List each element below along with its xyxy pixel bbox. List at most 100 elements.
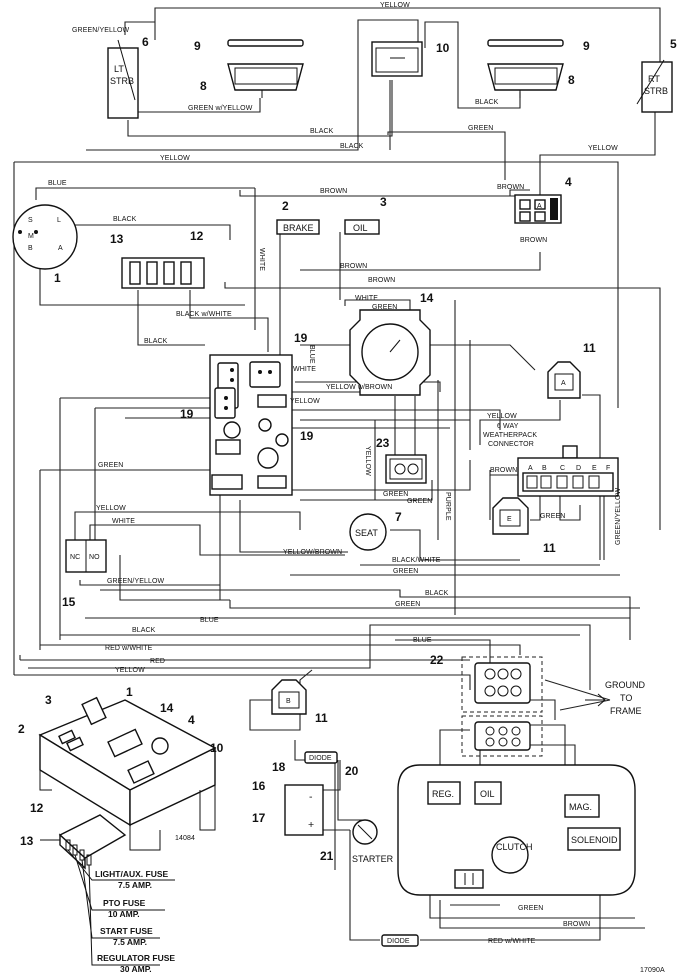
lt-strobe-light: LT STRB bbox=[107, 39, 139, 119]
wire-label: BLUE bbox=[200, 617, 219, 624]
callout-8a: 8 bbox=[200, 79, 207, 93]
seat-switch: SEAT bbox=[349, 513, 387, 551]
callout-7: 7 bbox=[395, 510, 402, 524]
wire-label: BLUE bbox=[308, 345, 315, 364]
starter-label: STARTER bbox=[352, 854, 394, 864]
ground-symbol: GROUND TO FRAME bbox=[585, 680, 645, 716]
wire-label: YELLOW bbox=[115, 667, 145, 674]
connector-a: A bbox=[547, 361, 581, 399]
ign-term-m: M bbox=[28, 233, 34, 240]
fuse-4-rating: 30 AMP. bbox=[120, 964, 152, 974]
wire-label: WHITE bbox=[293, 366, 316, 373]
clutch-label: CLUTCH bbox=[496, 842, 533, 852]
plug-23 bbox=[385, 454, 427, 484]
wire-label: BROWN bbox=[368, 277, 395, 284]
callout-9a: 9 bbox=[194, 39, 201, 53]
wire-label: WHITE bbox=[258, 248, 265, 271]
callout-13: 13 bbox=[110, 232, 124, 246]
oil-engine-label: OIL bbox=[480, 789, 495, 799]
inset-callout-4: 4 bbox=[188, 713, 195, 727]
fuse-2-rating: 10 AMP. bbox=[108, 909, 140, 919]
callout-4: 4 bbox=[565, 175, 572, 189]
inset-callout-10: 10 bbox=[210, 741, 224, 755]
callout-10: 10 bbox=[436, 41, 450, 55]
wire-label: BROWN bbox=[320, 188, 347, 195]
ground-label-2: TO bbox=[620, 693, 632, 703]
wire-label: GREEN bbox=[407, 498, 432, 505]
wire-label: PURPLE bbox=[444, 492, 451, 521]
connector-b: B bbox=[271, 679, 307, 715]
wire-label: BROWN bbox=[497, 184, 524, 191]
callout-18: 18 bbox=[272, 760, 286, 774]
diode-18: DIODE bbox=[304, 751, 338, 764]
callout-19a: 19 bbox=[294, 331, 308, 345]
wire-label: BLACK/WHITE bbox=[392, 557, 441, 564]
inset-callout-14: 14 bbox=[160, 701, 174, 715]
callout-11a: 11 bbox=[583, 341, 596, 355]
callout-11b: 11 bbox=[543, 541, 556, 555]
callouts: 6 5 9 9 8 8 10 4 2 3 13 12 1 14 19 11 19… bbox=[18, 35, 677, 863]
wire-label: BROWN bbox=[340, 263, 367, 270]
wire-label: BLACK w/WHITE bbox=[176, 311, 232, 318]
callout-12: 12 bbox=[190, 229, 204, 243]
headlight-left bbox=[227, 39, 304, 98]
wire-label: BROWN bbox=[563, 921, 590, 928]
drawing-number: 17090A bbox=[640, 967, 665, 974]
ground-label-3: FRAME bbox=[610, 706, 642, 716]
battery-neg: - bbox=[309, 791, 313, 803]
wire-label: YELLOW bbox=[364, 446, 371, 476]
weatherpack-title-2: WEATHERPACK bbox=[483, 432, 537, 439]
fuse-3-rating: 7.5 AMP. bbox=[113, 937, 147, 947]
connector-e-label: E bbox=[507, 516, 512, 523]
wire-label: BLACK bbox=[144, 338, 168, 345]
weatherpack-connector: 6 WAY WEATHERPACK CONNECTOR A B C D E F bbox=[483, 423, 619, 497]
solenoid-label: SOLENOID bbox=[571, 835, 618, 845]
inset-callout-13: 13 bbox=[20, 834, 34, 848]
seat-label: SEAT bbox=[355, 528, 378, 538]
wire-label: GREEN bbox=[540, 513, 565, 520]
wire-label: RED bbox=[150, 658, 165, 665]
ign-term-l: L bbox=[57, 217, 61, 224]
wire-label: GREEN/YELLOW bbox=[107, 578, 165, 585]
wire-label: GREEN/YELLOW bbox=[72, 27, 130, 34]
wp-pin-b: B bbox=[542, 465, 547, 472]
battery: - + bbox=[284, 784, 324, 836]
fuse-1-rating: 7.5 AMP. bbox=[118, 880, 152, 890]
fuse-2-name: PTO FUSE bbox=[103, 898, 146, 908]
callout-19c: 19 bbox=[300, 429, 314, 443]
wire-label: GREEN bbox=[372, 304, 397, 311]
callout-11c: 11 bbox=[315, 711, 328, 725]
connector-b-label: B bbox=[286, 698, 291, 705]
ignition-switch: S L M B A bbox=[12, 204, 78, 270]
callout-16: 16 bbox=[252, 779, 266, 793]
callout-19b: 19 bbox=[180, 407, 194, 421]
callout-3: 3 bbox=[380, 195, 387, 209]
rt-strobe-label-2: STRB bbox=[644, 86, 668, 96]
wp-pin-c: C bbox=[560, 465, 565, 472]
wire-label-group: YELLOW GREEN/YELLOW GREEN w/YELLOW BLACK… bbox=[48, 2, 622, 945]
wire-label: WHITE bbox=[112, 518, 135, 525]
callout-22: 22 bbox=[430, 653, 444, 667]
brake-indicator: BRAKE bbox=[276, 219, 320, 235]
wire-label: YELLOW bbox=[487, 413, 517, 420]
connector-a-label: A bbox=[561, 380, 566, 387]
callout-9b: 9 bbox=[583, 39, 590, 53]
wp-pin-a: A bbox=[528, 465, 533, 472]
wp-pin-e: E bbox=[592, 465, 597, 472]
inset-figure-id: 14084 bbox=[175, 835, 195, 842]
callout-15: 15 bbox=[62, 595, 76, 609]
lt-strobe-label-1: LT bbox=[114, 64, 124, 74]
wire-label: GREEN bbox=[383, 491, 408, 498]
callout-23: 23 bbox=[376, 436, 390, 450]
wire-label: BLACK bbox=[310, 128, 334, 135]
wire-label: GREEN w/YELLOW bbox=[188, 105, 253, 112]
wire-label: BLACK bbox=[475, 99, 499, 106]
diode-18-label: DIODE bbox=[309, 755, 332, 762]
callout-14: 14 bbox=[420, 291, 434, 305]
wire-label: WHITE bbox=[355, 295, 378, 302]
reg-label: REG. bbox=[432, 789, 454, 799]
wire-label: GREEN bbox=[395, 601, 420, 608]
oil-label: OIL bbox=[353, 223, 368, 233]
battery-pos: + bbox=[308, 819, 314, 831]
wire-label: GREEN bbox=[98, 462, 123, 469]
